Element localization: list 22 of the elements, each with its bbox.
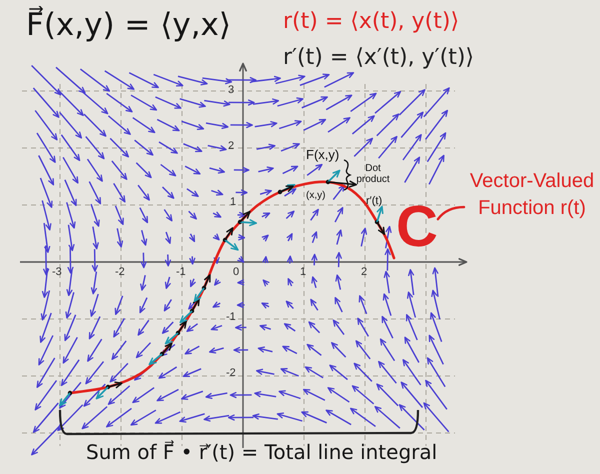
axis-tick-label: -2 (226, 367, 236, 380)
axis-tick-label: 3 (228, 84, 234, 96)
formula-text: Sum of F⃗ • r⃗′(t) = Total line integral (86, 441, 438, 463)
curve-annotation: Vector-Valued Function r(t) (464, 168, 600, 222)
axis-tick-label: 1 (300, 266, 306, 278)
annotation-text: r′(t) (366, 195, 382, 208)
annotation-text: Dot product (355, 163, 391, 185)
position-formula: r(t) = ⟨x(t), y(t)⟩ (283, 10, 460, 34)
axis-tick-label: -1 (176, 266, 186, 278)
axis-tick-label: 2 (361, 266, 368, 278)
axis-tick-label: -2 (115, 266, 125, 278)
annotation-text: (x,y) (306, 190, 326, 201)
axis-tick-label: 2 (228, 140, 234, 152)
axis-tick-label: -1 (226, 311, 236, 324)
axis-tick-label: -3 (52, 266, 62, 278)
field-formula: F⃗(x,y) = ⟨y,x⟩ (26, 8, 231, 42)
annotation-text: F(x,y) (306, 148, 340, 162)
derivative-formula: r′(t) = ⟨x′(t), y′(t)⟩ (283, 46, 474, 70)
leader-line (436, 206, 466, 220)
curve-label: C (396, 198, 438, 256)
axis-tick-label: 1 (230, 196, 236, 208)
axis-tick-label: 0 (233, 266, 240, 278)
